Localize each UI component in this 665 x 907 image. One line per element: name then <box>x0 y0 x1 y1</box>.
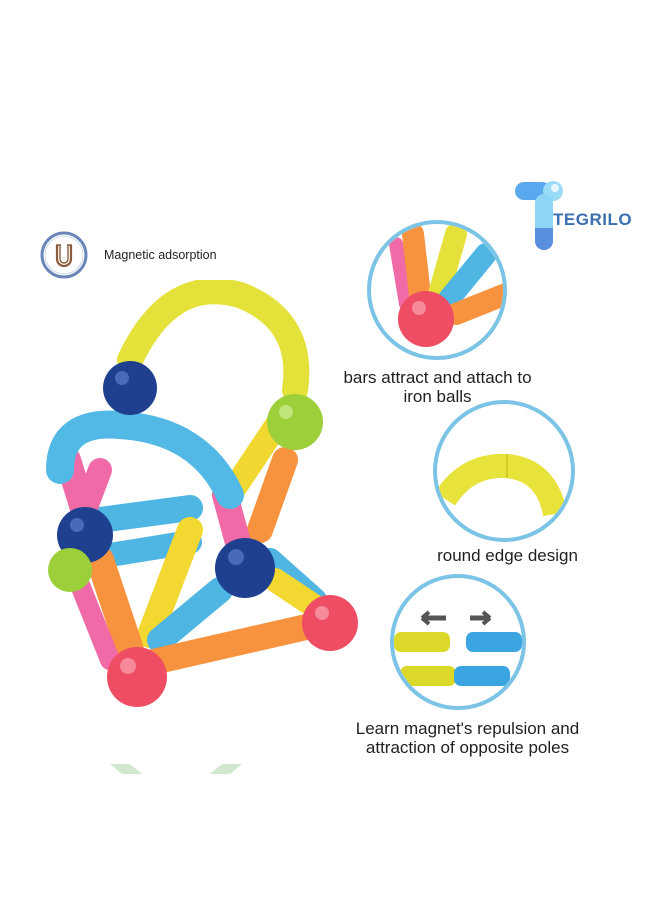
magnet-icon <box>40 231 88 279</box>
ball-joint-closeup-icon <box>389 224 503 347</box>
brand-logo: TEGRILO <box>513 178 633 254</box>
feature-round-edge-caption: round edge design <box>437 546 578 565</box>
logo-mark-icon <box>515 181 563 250</box>
feature-polarity <box>390 574 526 710</box>
magnet-badge: Magnetic adsorption <box>39 230 239 282</box>
magnet-badge-label: Magnetic adsorption <box>104 248 217 262</box>
feature-round-edge <box>433 400 575 542</box>
feature-polarity-caption: Learn magnet's repulsion and attraction … <box>355 719 580 757</box>
brand-name: TEGRILO <box>553 210 633 229</box>
magnetic-sticks-structure-illustration <box>46 280 358 707</box>
polarity-demo-icon <box>394 610 522 686</box>
curved-bar-closeup-icon <box>437 453 567 517</box>
feature-ball-closeup <box>367 220 507 360</box>
feature-ball-caption: bars attract and attach to iron balls <box>343 368 532 406</box>
decorative-leaf-marks <box>110 764 242 774</box>
